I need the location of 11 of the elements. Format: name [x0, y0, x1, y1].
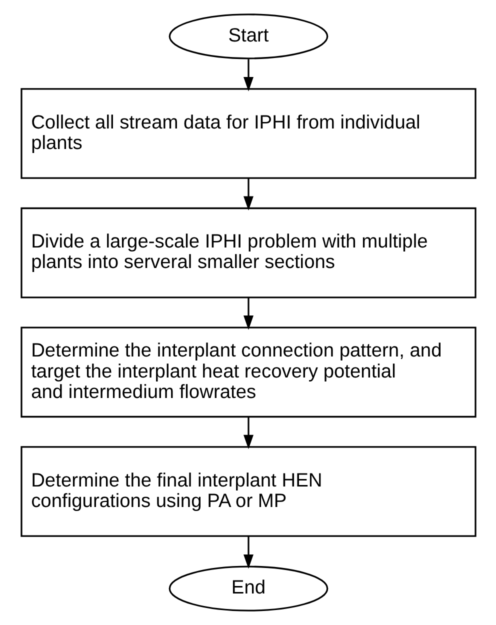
arrow [243, 178, 253, 210]
arrow [243, 298, 253, 330]
arrow [243, 416, 253, 450]
node-box: Divide a large-scale IPHI problem with multiple plants into serveral smaller sections [20, 207, 476, 298]
node-box: Determine the interplant connection pattern, and target the interplant heat recovery potential and intermedium flowrates [20, 326, 476, 418]
node-ellipse: Start [168, 14, 328, 60]
arrow [243, 59, 253, 92]
node-box: Determine the final interplant HEN configurations using PA or MP [20, 446, 476, 537]
node-ellipse: End [168, 566, 328, 612]
arrow [243, 536, 253, 569]
node-box: Collect all stream data for IPHI from individual plants [20, 88, 476, 179]
